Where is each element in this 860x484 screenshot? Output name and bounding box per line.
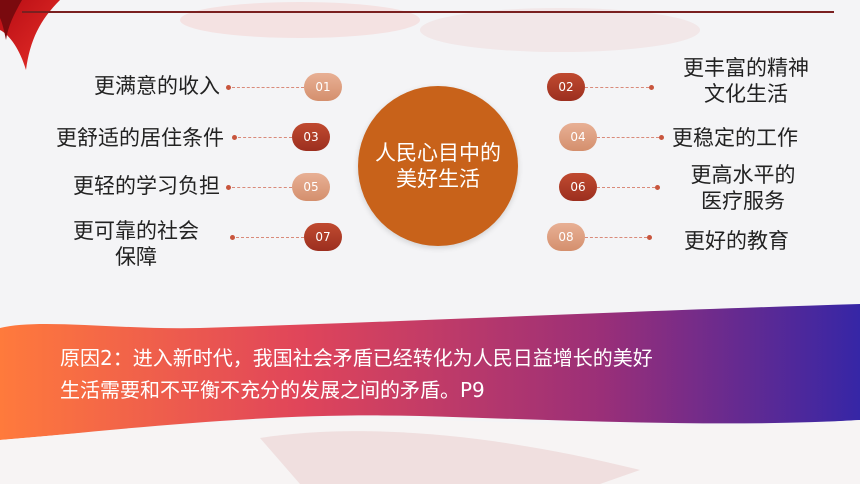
right-item-label-08: 更好的教育 bbox=[684, 229, 789, 253]
right-item-label-06-line1: 更高水平的 bbox=[690, 163, 796, 187]
top-divider-line bbox=[22, 11, 834, 13]
connector-line bbox=[585, 87, 649, 88]
center-title-line1: 人民心目中的 bbox=[375, 141, 501, 165]
number-badge-08: 08 bbox=[547, 223, 585, 251]
number-badge-04: 04 bbox=[559, 123, 597, 151]
center-title-line2: 美好生活 bbox=[396, 167, 480, 191]
bottom-reason-line2: 生活需要和不平衡不充分的发展之间的矛盾。P9 bbox=[60, 378, 485, 402]
connector-dot bbox=[655, 185, 660, 190]
number-badge-06: 06 bbox=[559, 173, 597, 201]
connector-line bbox=[236, 237, 304, 238]
connector-dot bbox=[230, 235, 235, 240]
connector-line bbox=[238, 137, 292, 138]
connector-line bbox=[232, 87, 304, 88]
connector-dot bbox=[232, 135, 237, 140]
left-item-label-01: 更满意的收入 bbox=[94, 74, 220, 98]
right-item-label-04: 更稳定的工作 bbox=[672, 126, 798, 150]
left-item-label-07: 更可靠的社会 保障 bbox=[46, 218, 226, 270]
center-title: 人民心目中的 美好生活 bbox=[358, 140, 518, 192]
number-badge-01: 01 bbox=[304, 73, 342, 101]
number-badge-03: 03 bbox=[292, 123, 330, 151]
bottom-banner-shape bbox=[0, 304, 860, 440]
bottom-reason-text: 原因2：进入新时代，我国社会矛盾已经转化为人民日益增长的美好 生活需要和不平衡不… bbox=[60, 342, 820, 406]
right-item-label-02: 更丰富的精神 文化生活 bbox=[656, 55, 836, 107]
left-item-label-05: 更轻的学习负担 bbox=[73, 174, 220, 198]
red-flag-decoration bbox=[0, 0, 60, 70]
right-item-label-02-line1: 更丰富的精神 bbox=[683, 56, 809, 80]
connector-line bbox=[232, 187, 292, 188]
right-item-label-06-line2: 医疗服务 bbox=[701, 189, 785, 213]
connector-dot bbox=[226, 185, 231, 190]
connector-line bbox=[597, 187, 655, 188]
connector-line bbox=[597, 137, 659, 138]
right-item-label-02-line2: 文化生活 bbox=[704, 82, 788, 106]
left-item-label-03: 更舒适的居住条件 bbox=[56, 126, 224, 150]
number-badge-02: 02 bbox=[547, 73, 585, 101]
left-item-label-07-line2: 保障 bbox=[115, 245, 157, 269]
connector-line bbox=[585, 237, 647, 238]
number-badge-05: 05 bbox=[292, 173, 330, 201]
center-circle bbox=[358, 86, 518, 246]
bottom-reason-line1: 原因2：进入新时代，我国社会矛盾已经转化为人民日益增长的美好 bbox=[60, 346, 653, 370]
connector-dot bbox=[649, 85, 654, 90]
number-badge-07: 07 bbox=[304, 223, 342, 251]
right-item-label-06: 更高水平的 医疗服务 bbox=[658, 162, 828, 214]
connector-dot bbox=[659, 135, 664, 140]
connector-dot bbox=[226, 85, 231, 90]
connector-dot bbox=[647, 235, 652, 240]
left-item-label-07-line1: 更可靠的社会 bbox=[73, 219, 199, 243]
